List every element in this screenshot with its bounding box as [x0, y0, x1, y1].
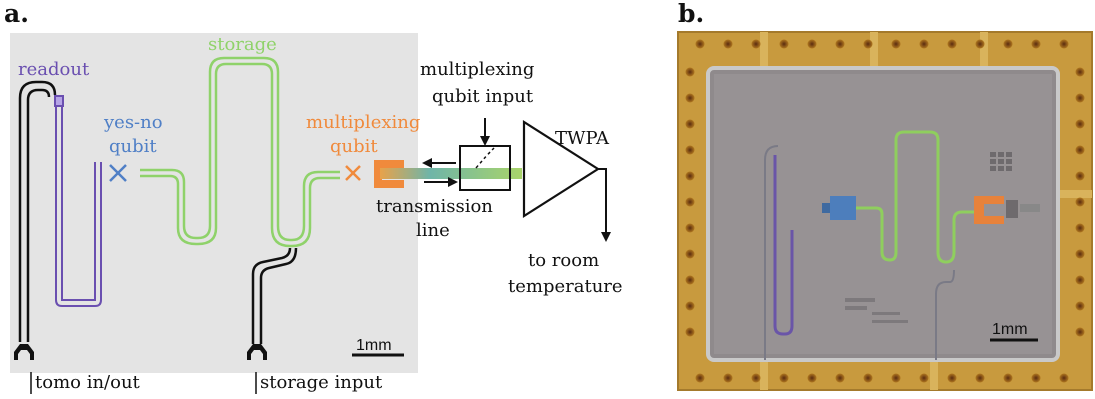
board-hole	[1075, 223, 1085, 233]
transmission-line	[380, 168, 522, 179]
mux-input-label-line1: multiplexing	[420, 59, 534, 80]
board-hole	[807, 373, 817, 383]
chip-tomo-line	[764, 145, 779, 360]
board-holes	[685, 39, 1085, 383]
readout-label: readout	[18, 59, 90, 80]
board-hole	[1031, 39, 1041, 49]
board-hole	[695, 39, 705, 49]
circulator-dashed-path	[475, 147, 495, 169]
board-hole	[751, 39, 761, 49]
board-hole	[1075, 275, 1085, 285]
mux-qubit-label-line2: qubit	[330, 136, 378, 157]
board-hole	[723, 39, 733, 49]
board-hole	[947, 373, 957, 383]
board-hole	[1031, 373, 1041, 383]
board-hole	[1059, 373, 1069, 383]
board-hole	[1075, 301, 1085, 311]
scale-label-b: 1mm	[992, 321, 1028, 338]
chip-mux-qubit	[974, 196, 1004, 224]
storage-input-label: storage input	[260, 372, 383, 393]
board-hole	[1075, 93, 1085, 103]
chip-storage	[856, 130, 974, 264]
panel-a-letter: a.	[4, 0, 29, 28]
multiplexing-qubit-junction	[345, 165, 361, 181]
board-hole	[891, 373, 901, 383]
board-hole	[695, 373, 705, 383]
yesno-label-line1: yes-no	[103, 112, 163, 133]
board-hole	[751, 373, 761, 383]
board-hole	[685, 301, 695, 311]
chip-marker	[990, 152, 1012, 171]
twpa-amplifier	[522, 119, 601, 219]
board-hole	[807, 39, 817, 49]
storage-launch-pad	[247, 344, 267, 360]
board-hole	[685, 119, 695, 129]
to-room-label-line2: temperature	[508, 276, 623, 297]
to-room-label-line1: to room	[528, 250, 599, 271]
board-hole	[1075, 197, 1085, 207]
board-hole	[685, 93, 695, 103]
board-hole	[835, 373, 845, 383]
board-hole	[685, 145, 695, 155]
readout-resonator	[54, 95, 102, 307]
yesno-label-line2: qubit	[109, 136, 157, 157]
board-hole	[685, 223, 695, 233]
tomo-launch-pad	[14, 344, 34, 360]
chip-readout	[773, 155, 794, 336]
twpa-label: TWPA	[555, 128, 610, 149]
board-hole	[835, 39, 845, 49]
chip-text-marks	[845, 298, 908, 323]
board-hole	[891, 39, 901, 49]
board-hole	[1059, 39, 1069, 49]
board-hole	[685, 197, 695, 207]
board-hole	[975, 39, 985, 49]
board-hole	[685, 67, 695, 77]
transmission-label-line2: line	[416, 220, 450, 241]
board-hole	[723, 373, 733, 383]
storage-resonator	[140, 56, 340, 248]
board-hole	[1075, 171, 1085, 181]
chip-background	[10, 33, 418, 373]
board-hole	[685, 327, 695, 337]
tomo-line	[18, 80, 57, 342]
board-hole	[685, 249, 695, 259]
board-hole	[685, 171, 695, 181]
board-hole	[1075, 327, 1085, 337]
tomo-label: tomo in/out	[35, 372, 141, 393]
mux-input-label-line2: qubit input	[432, 86, 534, 107]
board-hole	[919, 373, 929, 383]
board-hole	[1075, 67, 1085, 77]
board-hole	[1075, 145, 1085, 155]
multiplexing-qubit-pad	[374, 160, 404, 188]
board-hole	[1003, 373, 1013, 383]
chip-storage-input	[935, 269, 955, 360]
mux-qubit-label-line1: multiplexing	[306, 112, 420, 133]
board-hole	[947, 39, 957, 49]
output-line	[598, 168, 607, 238]
board-hole	[919, 39, 929, 49]
board-hole	[863, 373, 873, 383]
scale-label-a: 1mm	[356, 337, 392, 354]
board-hole	[1075, 119, 1085, 129]
board-hole	[779, 373, 789, 383]
board-hole	[863, 39, 873, 49]
board-hole	[685, 275, 695, 285]
storage-label: storage	[208, 34, 277, 55]
yesno-qubit-junction	[109, 164, 127, 182]
chip-yesno-qubit	[830, 196, 856, 220]
board-hole	[975, 373, 985, 383]
board-hole	[1003, 39, 1013, 49]
board-hole	[779, 39, 789, 49]
storage-input-line	[251, 247, 298, 344]
panel-b-letter: b.	[678, 0, 704, 28]
transmission-label-line1: transmission	[376, 196, 493, 217]
board-hole	[1075, 249, 1085, 259]
board-traces	[760, 32, 1092, 390]
